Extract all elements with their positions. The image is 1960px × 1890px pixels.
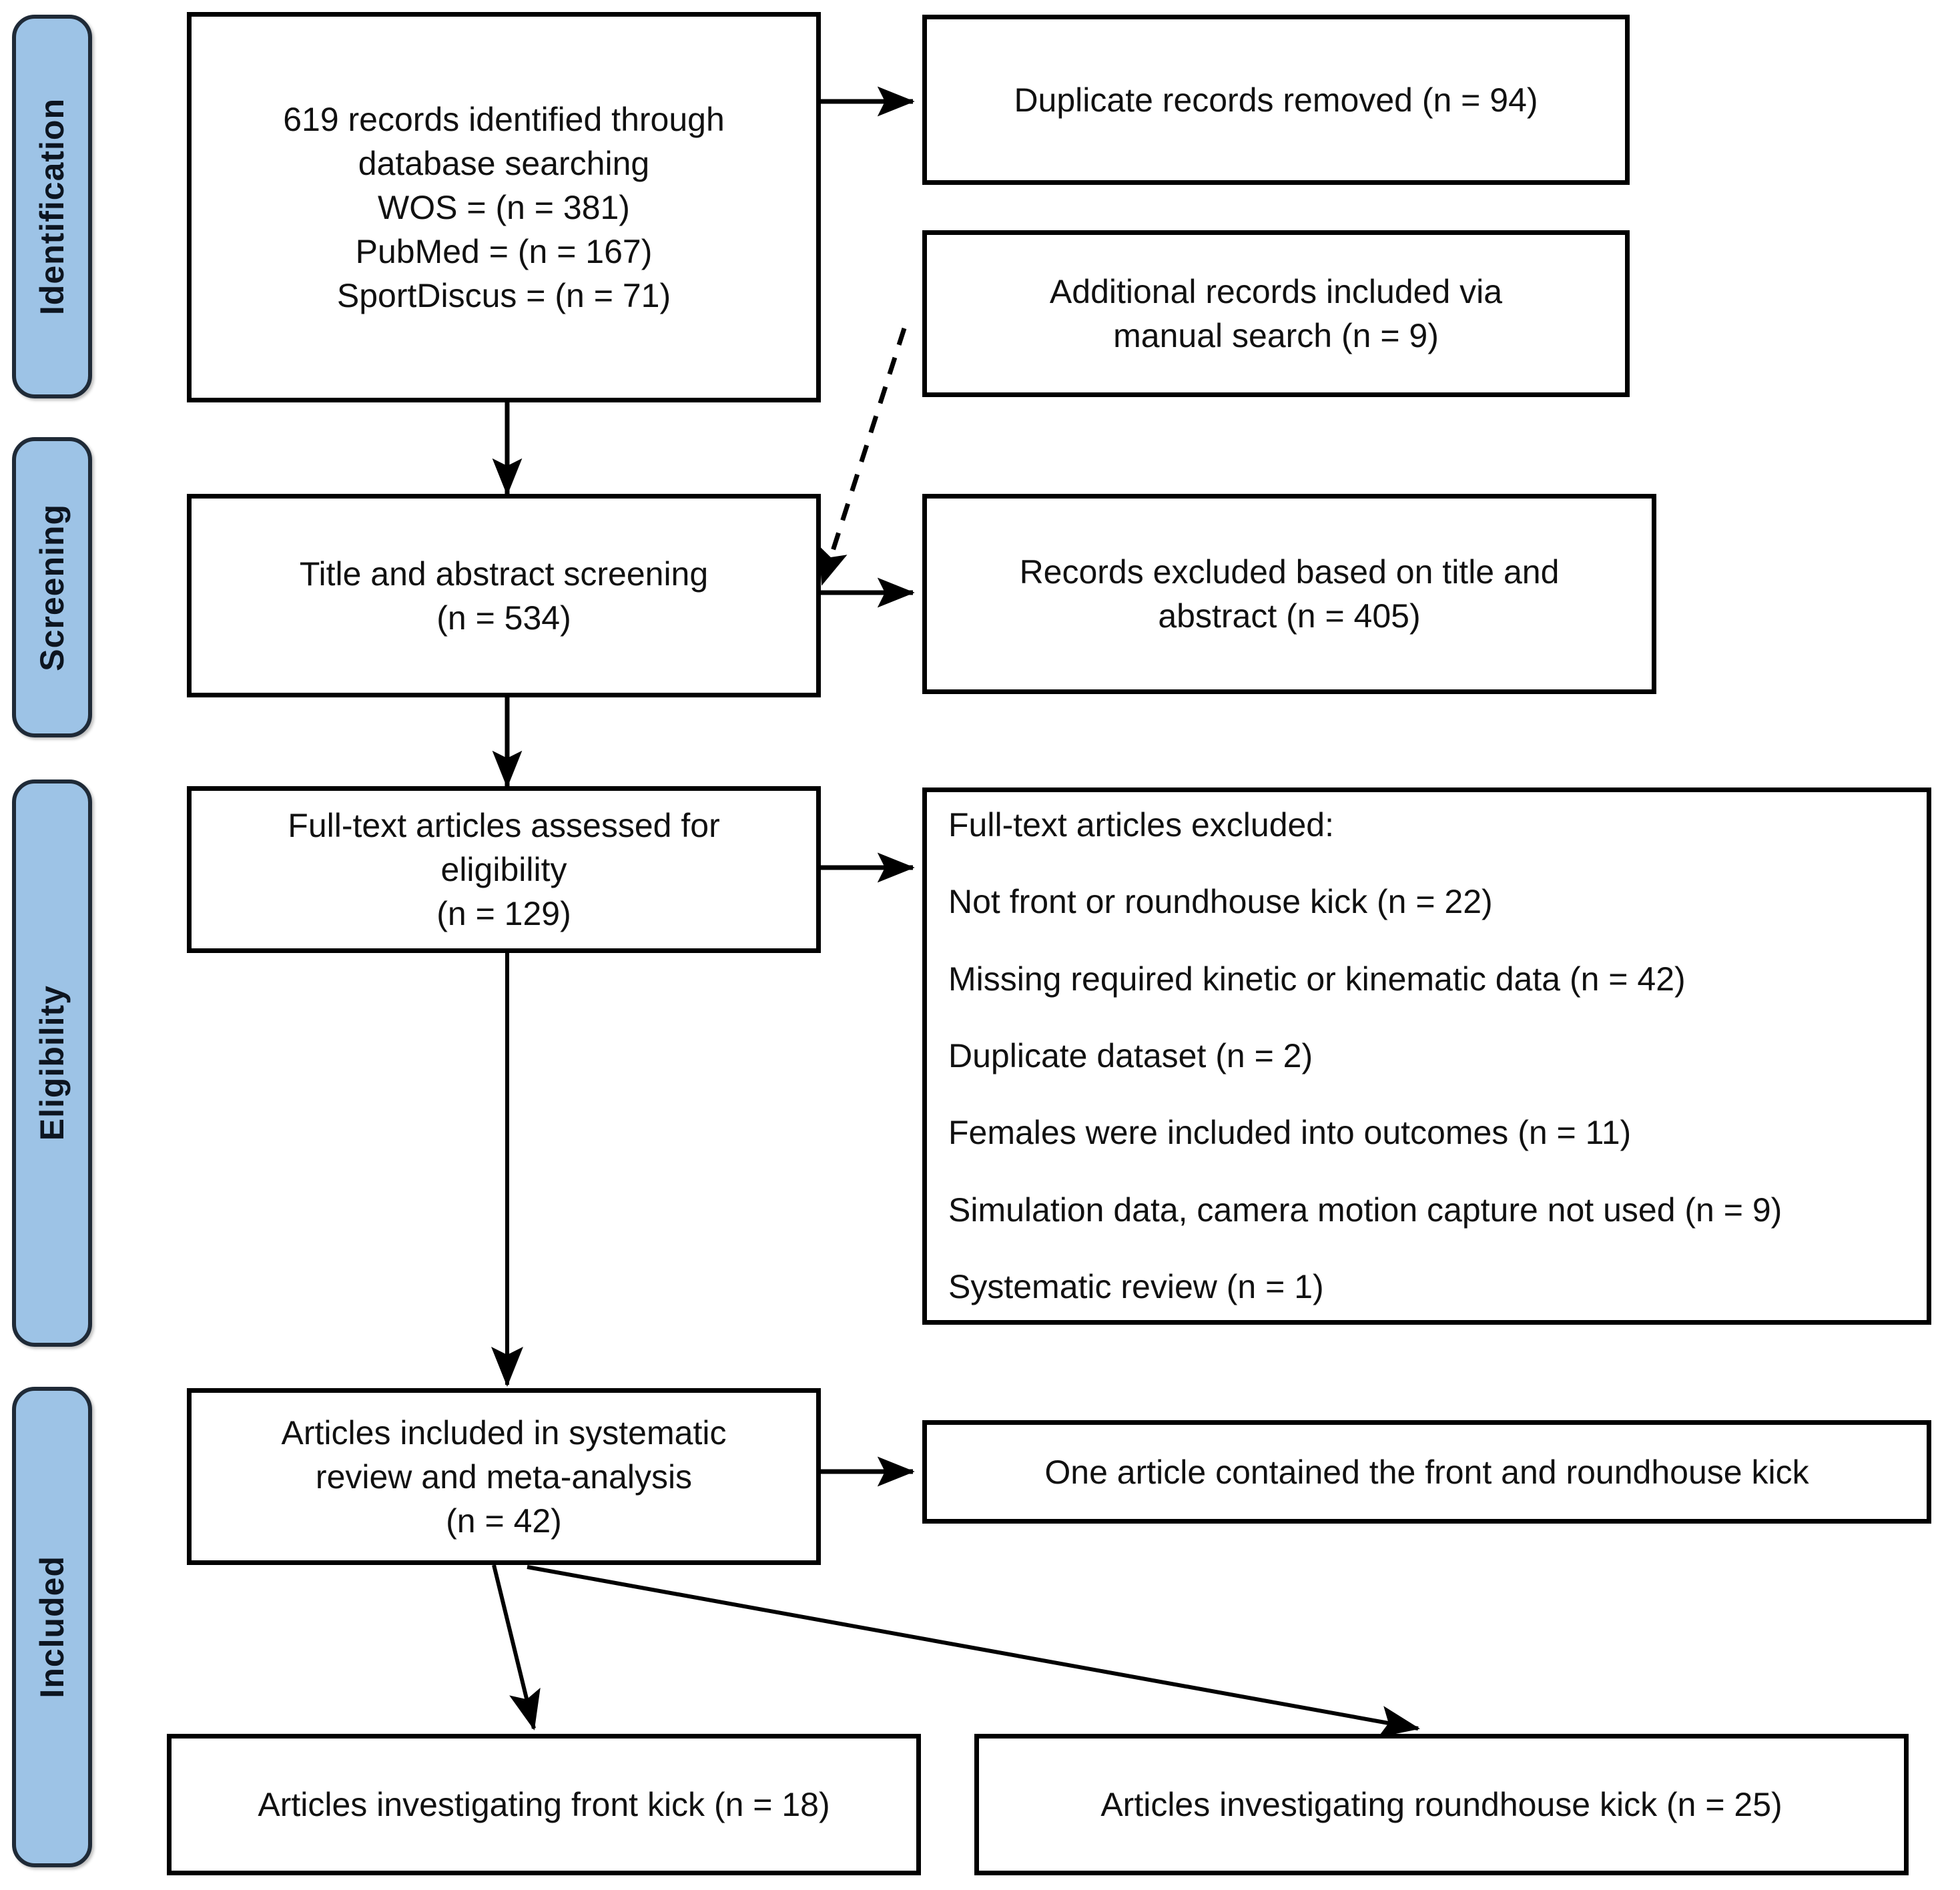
box-roundhouse-kick-articles-text: Articles investigating roundhouse kick (… [1100,1786,1782,1823]
stage-pill-eligibility: Eligibility [12,779,92,1347]
box-fulltext-assessed: Full-text articles assessed for eligibil… [187,786,821,953]
box-fulltext-assessed-text: Full-text articles assessed for eligibil… [288,807,720,932]
connector-additional-records-dashed [818,327,907,586]
box-included-systematic-review-text: Articles included in systematic review a… [281,1413,727,1540]
box-records-excluded: Records excluded based on title and abst… [922,494,1656,694]
connector-included-to-roundhouse-kick [527,1565,1420,1738]
stage-pill-included: Included [12,1387,92,1867]
box-front-kick-articles: Articles investigating front kick (n = 1… [167,1734,921,1875]
stage-label-screening: Screening [33,503,71,671]
stage-pill-identification: Identification [12,15,92,398]
box-additional-records: Additional records included via manual s… [922,230,1630,397]
box-included-systematic-review: Articles included in systematic review a… [187,1388,821,1565]
box-one-article-note-text: One article contained the front and roun… [1044,1453,1809,1491]
box-duplicate-records-removed: Duplicate records removed (n = 94) [922,15,1630,185]
box-duplicate-records-removed-text: Duplicate records removed (n = 94) [1014,81,1538,119]
box-records-identified-text: 619 records identified through database … [283,100,725,314]
box-additional-records-text: Additional records included via manual s… [1049,273,1503,354]
box-fulltext-exclusions: Full-text articles excluded: Not front o… [922,788,1931,1325]
exclusion-item: Females were included into outcomes (n =… [948,1114,1632,1152]
box-one-article-note: One article contained the front and roun… [922,1420,1931,1524]
exclusion-item: Missing required kinetic or kinematic da… [948,960,1686,998]
connector-included-to-front-kick [492,1564,541,1730]
stage-label-included: Included [33,1556,71,1698]
box-roundhouse-kick-articles: Articles investigating roundhouse kick (… [974,1734,1909,1875]
box-records-excluded-text: Records excluded based on title and abst… [1019,553,1560,635]
exclusion-heading: Full-text articles excluded: [948,806,1335,844]
stage-label-eligibility: Eligibility [33,985,71,1141]
box-title-abstract-screening: Title and abstract screening (n = 534) [187,494,821,697]
box-records-identified: 619 records identified through database … [187,12,821,402]
exclusion-item: Systematic review (n = 1) [948,1267,1324,1305]
stage-label-identification: Identification [33,97,71,316]
exclusion-item: Not front or roundhouse kick (n = 22) [948,883,1493,921]
exclusion-item: Simulation data, camera motion capture n… [948,1191,1782,1229]
exclusion-item: Duplicate dataset (n = 2) [948,1036,1313,1074]
stage-pill-screening: Screening [12,437,92,737]
box-title-abstract-screening-text: Title and abstract screening (n = 534) [299,555,709,637]
box-front-kick-articles-text: Articles investigating front kick (n = 1… [258,1786,830,1823]
